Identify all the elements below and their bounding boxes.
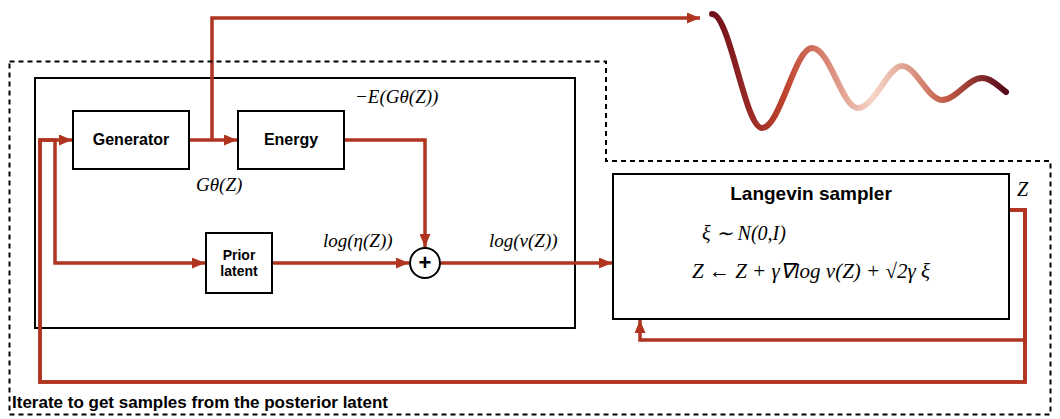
noise-formula: ξ ∼ N(0,I) [702,221,786,245]
sampler-box: Langevin sampler ξ ∼ N(0,I) Z ← Z + γ∇log … [612,173,1010,320]
box-label: + [419,252,432,274]
signal-label: log(ν(Z)) [489,230,558,252]
signal-arrow [273,261,409,265]
dashed-outline [10,62,1051,415]
signal-label: log(η(Z)) [323,230,393,252]
box-label: Generator [93,131,169,149]
sum-node: + [409,247,441,279]
signal-arrow [441,261,612,265]
signal-label: −E(Gθ(Z)) [355,86,438,108]
sum-circle [410,248,440,278]
signal-arrow [40,140,1025,382]
caption: Iterate to get samples from the posterio… [12,393,388,413]
model-box [35,78,575,328]
energy-box: Energy [237,110,345,170]
generator-box: Generator [72,110,190,170]
signal-arrow [190,138,237,142]
output-label: Z [1017,178,1028,201]
box-title: Langevin sampler [730,183,892,205]
signal-label: Gθ(Z) [196,174,242,196]
prior-box: Prior latent [205,232,273,294]
box-label: Prior latent [211,247,267,279]
update-formula: Z ← Z + γ∇log ν(Z) + √2γ ξ [692,259,930,284]
signal-wave [712,14,1006,128]
box-label: Energy [264,131,318,149]
signal-arrow [40,140,1025,382]
